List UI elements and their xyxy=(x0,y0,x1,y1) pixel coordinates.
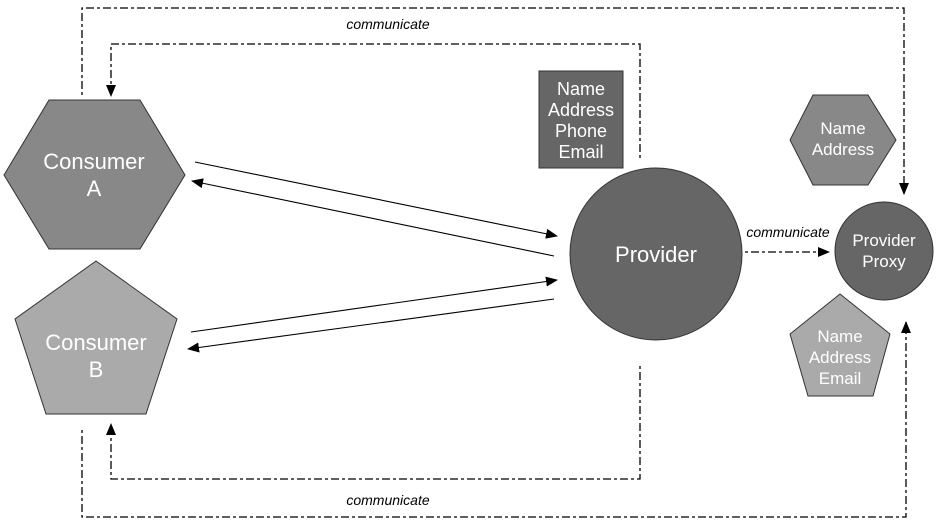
provider-proxy-line1: Provider xyxy=(852,231,916,250)
consumer-a-label-line2: A xyxy=(87,176,102,201)
name-address-email-pentagon xyxy=(789,293,891,397)
consumer-b-label-line2: B xyxy=(89,357,104,382)
name-address-hexagon xyxy=(789,94,897,186)
provider-proxy-line2: Proxy xyxy=(862,252,906,271)
consumer-b-pentagon xyxy=(14,260,178,415)
name-address-node: Name Address xyxy=(789,94,897,186)
consumer-a-label-line1: Consumer xyxy=(43,149,144,174)
outer-bottom-communicate-line xyxy=(81,321,911,518)
provider-circle xyxy=(569,167,743,341)
outer-top-communicate-line xyxy=(81,7,909,195)
provider-proxy-node: Provider Proxy xyxy=(834,201,934,301)
name-address-email-line1: Name xyxy=(817,327,862,346)
consumer-b-label-line1: Consumer xyxy=(45,330,146,355)
provider-to-consumer-b-arrow xyxy=(187,298,555,353)
name-address-line2: Address xyxy=(812,140,874,159)
provider-to-consumer-a-arrow xyxy=(191,178,555,257)
consumer-b-node: Consumer B xyxy=(14,260,178,415)
name-address-email-node: Name Address Email xyxy=(789,293,891,397)
provider-node: Provider xyxy=(569,167,743,341)
inner-top-communicate-line xyxy=(106,43,641,158)
name-address-email-line2: Address xyxy=(809,348,871,367)
provider-data-line1: Name xyxy=(557,79,605,99)
name-address-email-line3: Email xyxy=(819,369,862,388)
provider-data-line4: Email xyxy=(558,142,603,162)
provider-proxy-circle xyxy=(834,201,934,301)
consumer-a-hexagon xyxy=(3,99,186,250)
bottom-communicate-label: communicate xyxy=(346,492,429,508)
provider-data-box: Name Address Phone Email xyxy=(538,70,624,169)
consumer-a-to-provider-arrow xyxy=(194,161,558,239)
consumer-b-to-provider-arrow xyxy=(190,276,558,333)
provider-label: Provider xyxy=(615,242,697,267)
consumer-a-node: Consumer A xyxy=(3,99,186,250)
provider-data-rect xyxy=(538,70,624,169)
provider-data-line3: Phone xyxy=(555,121,607,141)
proxy-communicate-label: communicate xyxy=(746,224,829,240)
provider-data-line2: Address xyxy=(548,100,614,120)
inner-bottom-communicate-line xyxy=(106,366,641,480)
name-address-line1: Name xyxy=(820,119,865,138)
top-communicate-label: communicate xyxy=(346,16,429,32)
